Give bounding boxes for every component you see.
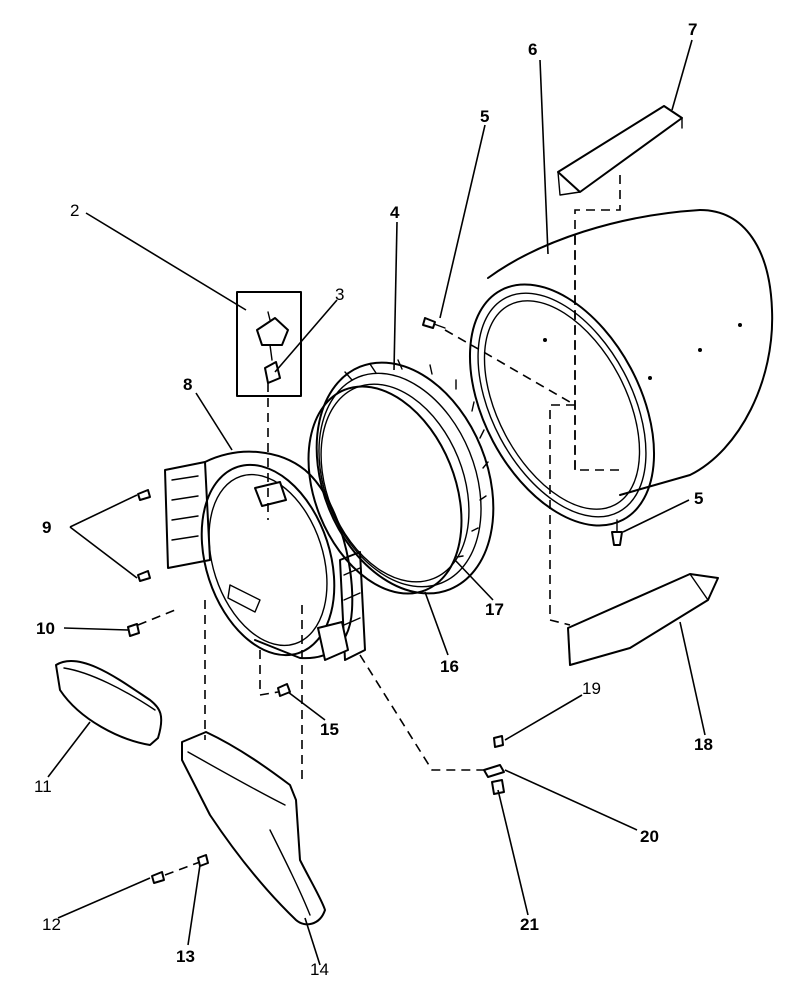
part-18-bottom-baffle (567, 573, 719, 666)
part-8-front-bulkhead (164, 450, 366, 661)
callout-6: 6 (528, 40, 537, 59)
callout-5-bottom: 5 (694, 489, 703, 508)
part-14-lint-duct (181, 731, 326, 926)
callout-11: 11 (34, 777, 52, 796)
callout-9: 9 (42, 518, 51, 537)
callout-10: 10 (36, 619, 55, 638)
callout-17: 17 (485, 600, 504, 619)
callout-labels: 2 3 4 5 5 6 7 8 9 10 11 12 13 14 15 16 1… (34, 20, 713, 979)
leader-lines (47, 39, 706, 966)
hardware-screws (127, 317, 623, 884)
part-6-drum (468, 209, 774, 527)
assembly-dashed-lines (137, 175, 621, 876)
callout-18: 18 (694, 735, 713, 754)
callout-3: 3 (335, 285, 344, 304)
callout-14: 14 (310, 960, 329, 979)
callout-21: 21 (520, 915, 539, 934)
callout-5-top: 5 (480, 107, 489, 126)
part-2-lamp-assembly (236, 291, 302, 397)
callout-8: 8 (183, 375, 192, 394)
callout-7: 7 (688, 20, 697, 39)
callout-20: 20 (640, 827, 659, 846)
callout-2: 2 (70, 201, 79, 220)
callout-12: 12 (42, 915, 61, 934)
part-7-top-trim (557, 105, 683, 196)
callout-16: 16 (440, 657, 459, 676)
part-4-seal-ring (307, 359, 495, 595)
callout-4: 4 (390, 203, 400, 222)
callout-19: 19 (582, 679, 601, 698)
callout-13: 13 (176, 947, 195, 966)
callout-15: 15 (320, 720, 339, 739)
part-11-lower-trim (55, 659, 163, 746)
